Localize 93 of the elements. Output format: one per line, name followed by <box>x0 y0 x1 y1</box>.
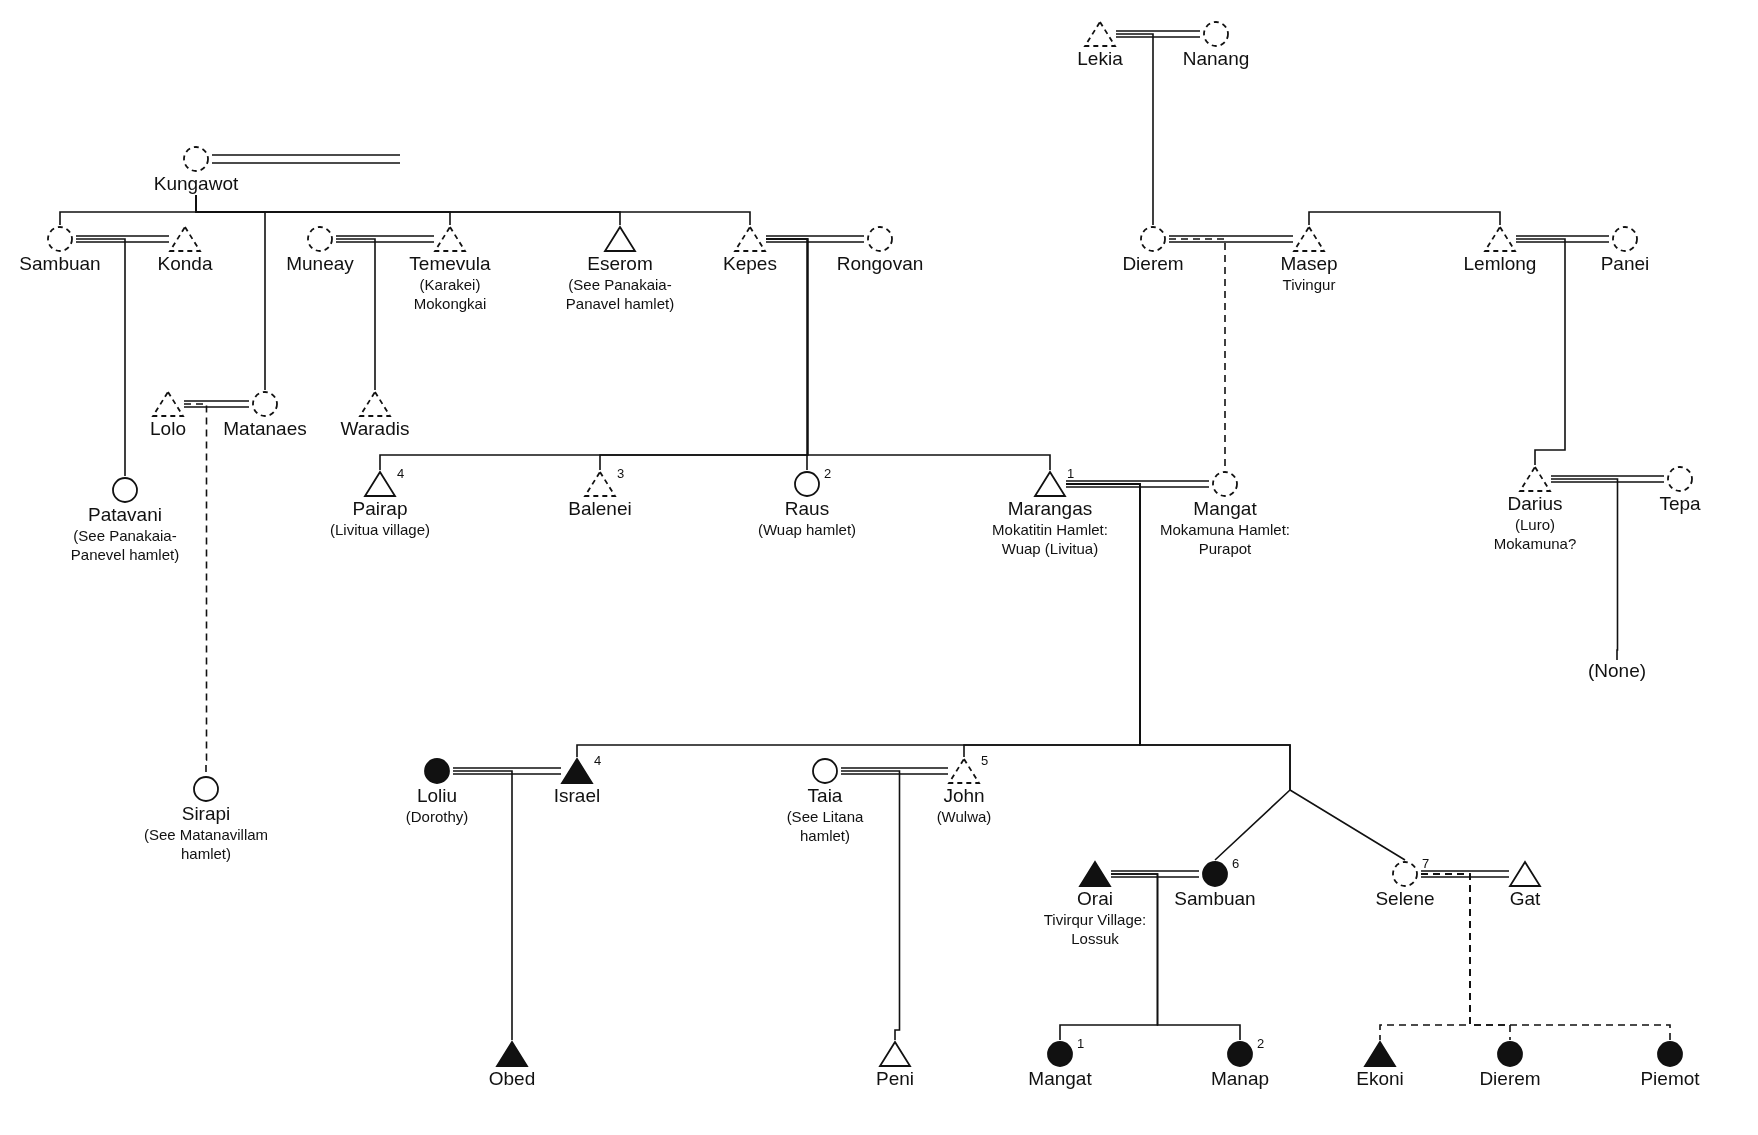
person-name: Sambuan <box>1174 888 1256 910</box>
note-text: (Karakei) Mokongkai <box>412 275 488 313</box>
note-text: (Wuap hamlet) <box>757 520 857 539</box>
person-name: Panei <box>1600 253 1650 275</box>
descent-line <box>1550 478 1619 661</box>
descent-line <box>1110 873 1241 1041</box>
marriage-sign <box>335 235 435 243</box>
marriage-sign <box>840 767 949 775</box>
descent-line <box>840 770 901 1041</box>
descent-line <box>75 238 126 477</box>
person-name: Lolo <box>150 418 186 440</box>
person-name: Pairap <box>352 498 408 520</box>
descent-line <box>1515 238 1566 466</box>
person-name: Lekia <box>1077 48 1123 70</box>
person-name: Matanaes <box>223 418 307 440</box>
descent-line <box>335 238 376 391</box>
birth-order-number: 2 <box>1257 1036 1265 1051</box>
descent-line <box>452 770 513 1041</box>
person-name: Sambuan <box>19 253 101 275</box>
person-name: Temevula <box>409 253 491 275</box>
birth-order-number: 5 <box>981 753 989 768</box>
marriage-sign <box>1168 235 1294 243</box>
note-text: (Livitua village) <box>329 520 430 539</box>
note-text: Mokamuna Hamlet: Purapot <box>1158 520 1292 558</box>
marriage-sign <box>183 400 250 408</box>
sibling-line <box>1308 211 1501 226</box>
person-name: Marangas <box>1007 498 1093 520</box>
person-name: Sirapi <box>181 803 231 825</box>
birth-order-number: 2 <box>824 466 832 481</box>
note-text: (Wulwa) <box>936 807 992 826</box>
birth-order-number: 1 <box>1077 1036 1085 1051</box>
marriage-sign <box>1115 30 1201 38</box>
person-name: Piemot <box>1640 1068 1700 1090</box>
person-name: Rongovan <box>836 253 924 275</box>
person-name: Loliu <box>416 785 458 807</box>
birth-order-number: 4 <box>397 466 405 481</box>
birth-order-number: 6 <box>1232 856 1240 871</box>
person-name: Muneay <box>286 253 354 275</box>
person-name: Orai <box>1077 888 1113 910</box>
person-name: John <box>943 785 985 807</box>
person-name: Dierem <box>1479 1068 1541 1090</box>
person-name: Konda <box>157 253 213 275</box>
person-name: Ekoni <box>1356 1068 1404 1090</box>
person-name: Obed <box>488 1068 536 1090</box>
marriage-sign <box>1550 475 1665 483</box>
note-text: (See Panakaia-Panavel hamlet) <box>564 275 676 313</box>
marriage-sign <box>765 235 865 243</box>
marriage-sign <box>1515 235 1610 243</box>
person-name: Eserom <box>587 253 653 275</box>
birth-order-number: 3 <box>617 466 625 481</box>
person-name: Raus <box>784 498 830 520</box>
note-text: (Dorothy) <box>405 807 469 826</box>
birth-order-number: 1 <box>1067 466 1075 481</box>
note-text: (See Litana hamlet) <box>785 807 865 845</box>
person-name: Peni <box>876 1068 914 1090</box>
person-name: Darius <box>1507 493 1563 515</box>
note-text: Mokatitin Hamlet: Wuap (Livitua) <box>991 520 1109 558</box>
person-name: Israel <box>553 785 601 807</box>
person-name: Taia <box>807 785 843 807</box>
person-name: Patavani <box>88 504 162 526</box>
person-name: Mangat <box>1028 1068 1092 1090</box>
person-name: Mangat <box>1193 498 1257 520</box>
person-name: Kepes <box>723 253 777 275</box>
descent-line <box>195 194 751 226</box>
marriage-sign <box>211 154 401 164</box>
person-name: Manap <box>1210 1068 1270 1090</box>
person-name: Tepa <box>1659 493 1701 515</box>
descent-line <box>765 238 1051 471</box>
person-name: Selene <box>1375 888 1435 910</box>
person-name: Lemlong <box>1463 253 1537 275</box>
note-text: Tivirqur Village: Lossuk <box>1042 910 1148 948</box>
birth-order-number: 7 <box>1422 856 1430 871</box>
person-name: Waradis <box>340 418 410 440</box>
descent-line <box>1065 483 1406 861</box>
person-name: Masep <box>1280 253 1338 275</box>
marriage-sign <box>75 235 170 243</box>
marriage-sign <box>452 767 562 775</box>
note-text: (See Panakaia-Panevel hamlet) <box>70 526 180 564</box>
person-name: Nanang <box>1182 48 1250 70</box>
person-name: Gat <box>1509 888 1541 910</box>
birth-order-number: 4 <box>594 753 602 768</box>
note-text: (See Matanavillam hamlet) <box>142 825 270 863</box>
person-name: Dierem <box>1122 253 1184 275</box>
person-name: Balenei <box>568 498 632 520</box>
descent-line <box>1420 873 1671 1041</box>
person-name: (None) <box>1587 660 1647 682</box>
marriage-sign <box>1420 870 1510 878</box>
marriage-sign <box>1110 870 1200 878</box>
note-text: (Luro) Mokamuna? <box>1492 515 1578 553</box>
descent-line <box>1115 33 1154 226</box>
marriage-sign <box>1065 480 1210 488</box>
note-text: Tivingur <box>1282 275 1336 294</box>
person-name: Kungawot <box>153 173 239 195</box>
